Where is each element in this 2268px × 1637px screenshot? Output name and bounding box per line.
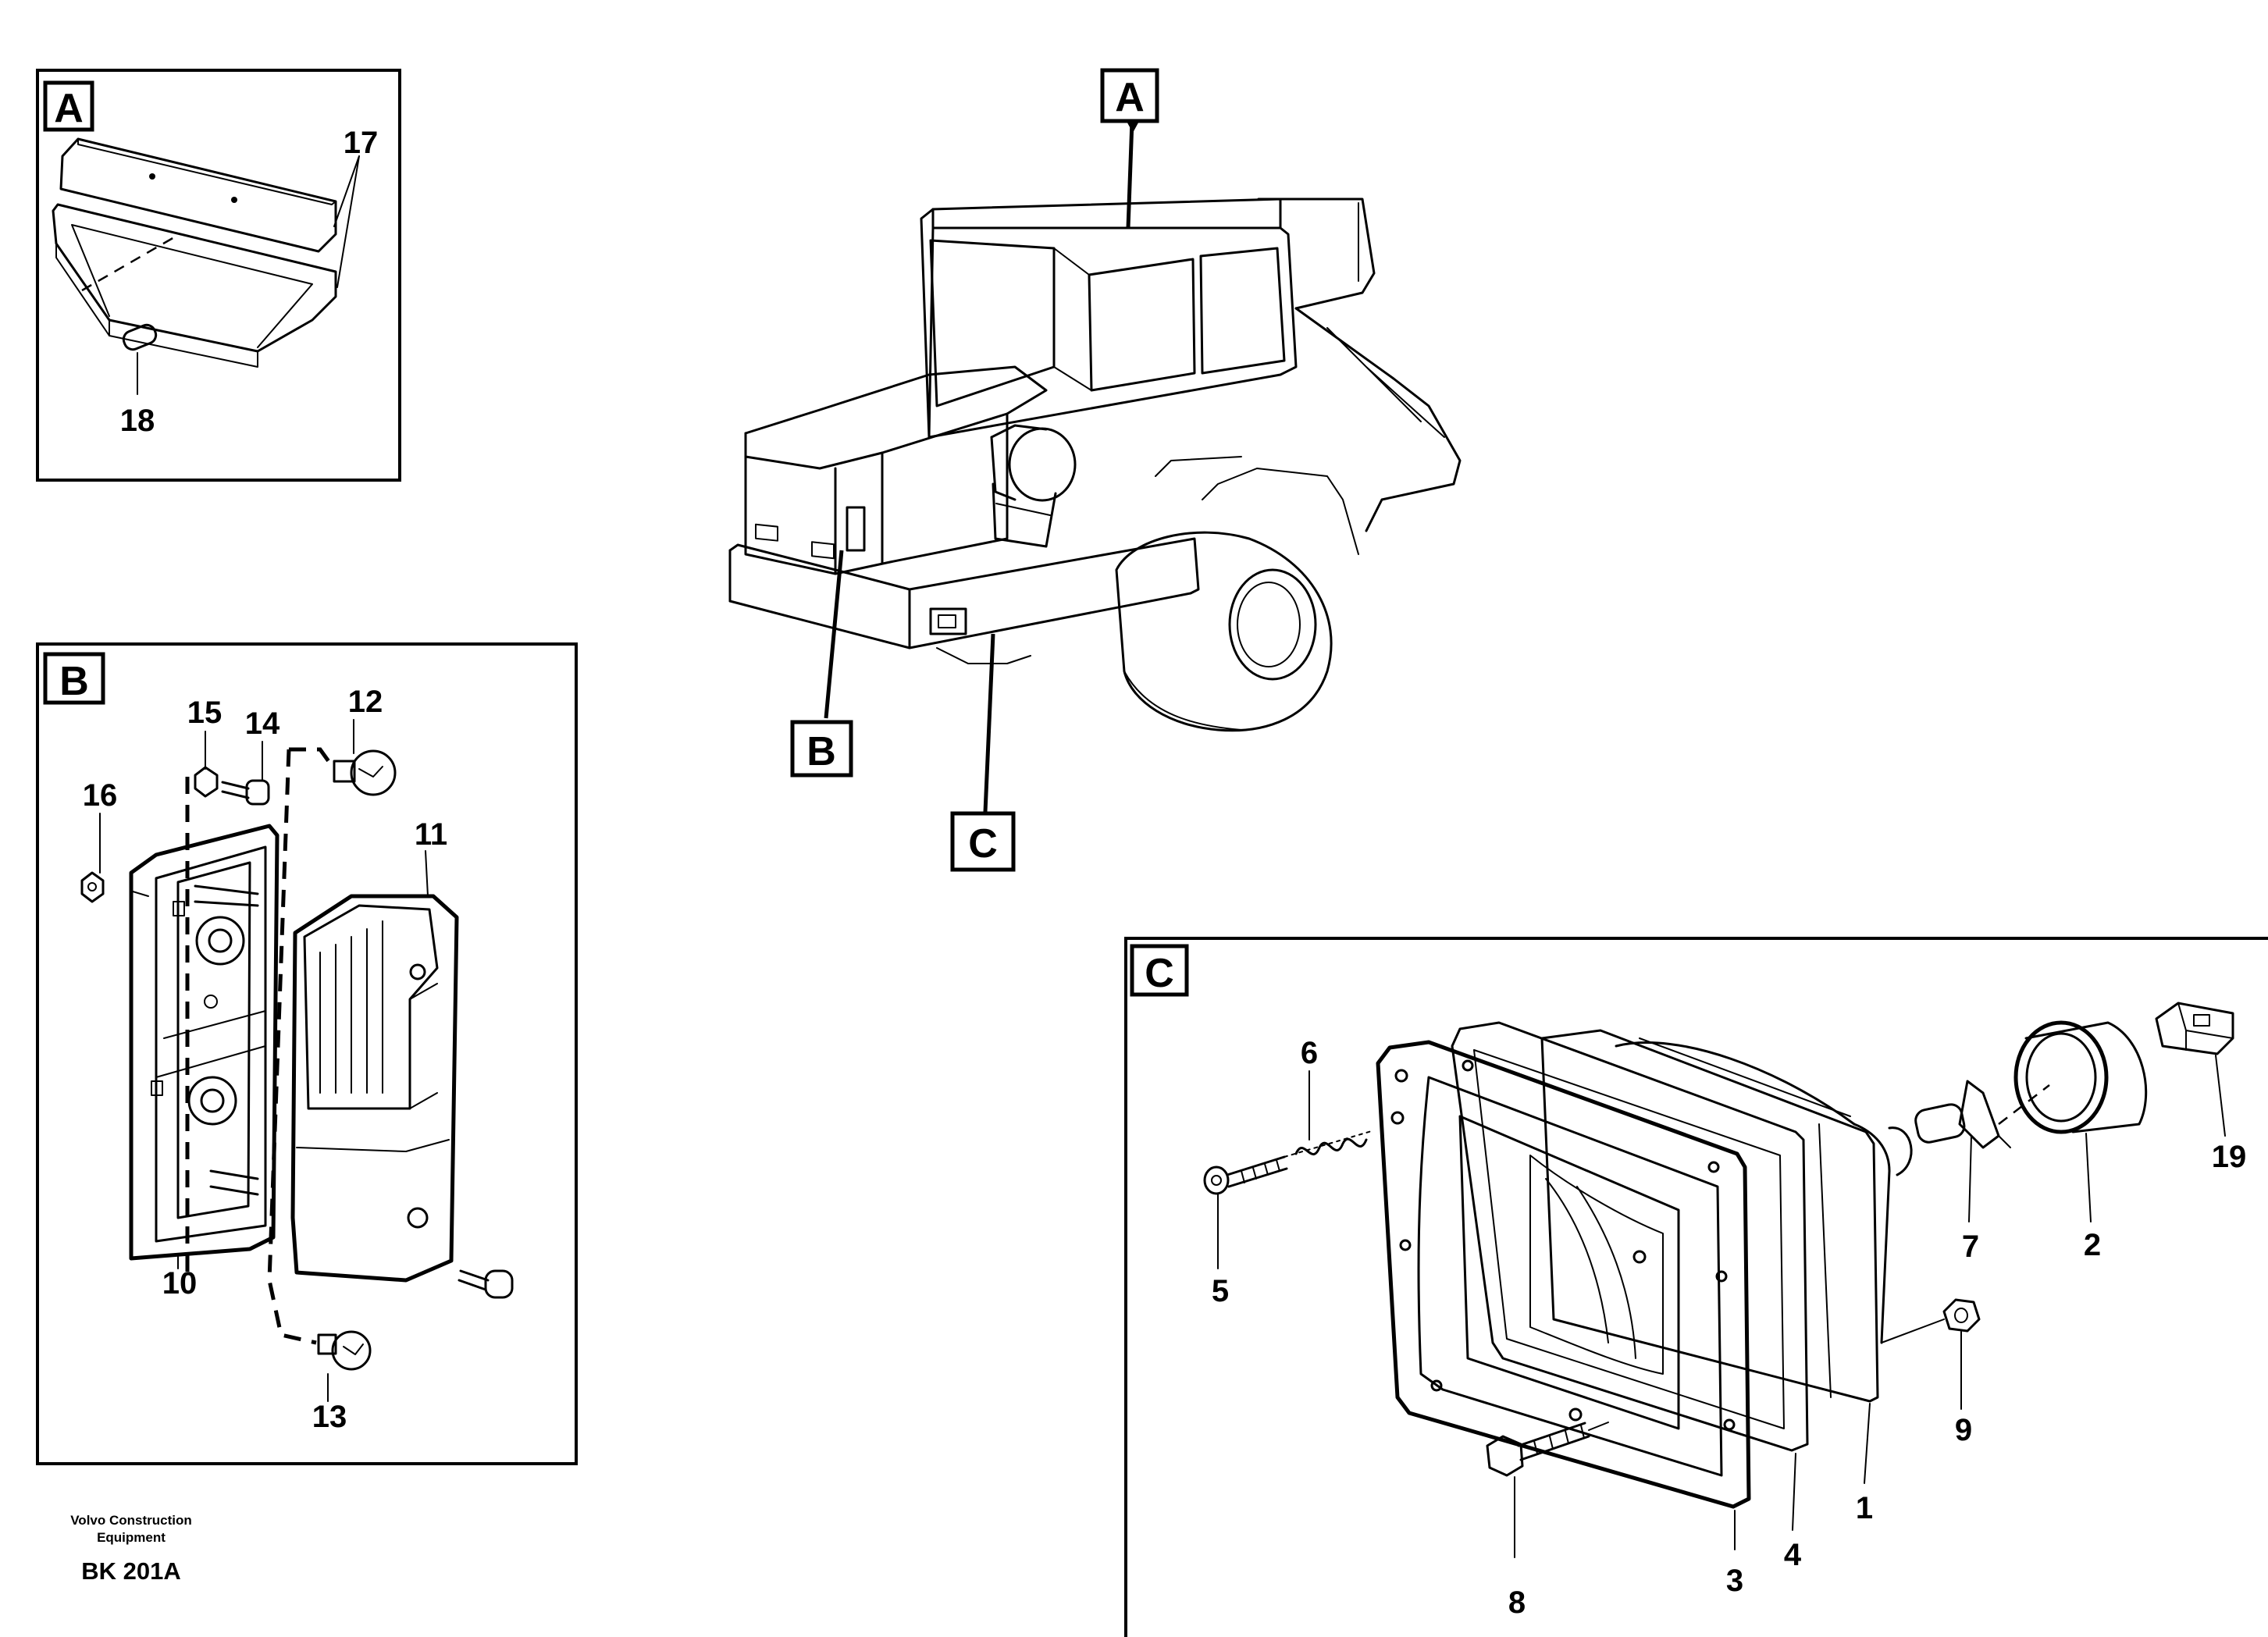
vehicle-tag-c: C bbox=[968, 821, 998, 867]
panel-c-gasket bbox=[1451, 1021, 1809, 1452]
nut-16 bbox=[80, 871, 105, 903]
vehicle-side-light bbox=[846, 506, 866, 552]
vehicle-tag-a-box bbox=[1100, 68, 1159, 123]
footer-code: BK 201A bbox=[81, 1557, 181, 1585]
leader-vehicle-b bbox=[824, 550, 844, 719]
footer-company-line2: Equipment bbox=[97, 1530, 166, 1545]
panel-a-lamp-base bbox=[52, 203, 337, 368]
screw-lens bbox=[458, 1269, 514, 1299]
callout-17: 17 bbox=[344, 126, 379, 160]
dash-line-right bbox=[267, 749, 317, 1345]
callout-10: 10 bbox=[162, 1266, 198, 1301]
panel-c-connector bbox=[2155, 1002, 2234, 1055]
panel-b: B bbox=[36, 642, 578, 1465]
leader-2 bbox=[2085, 1133, 2092, 1222]
footer: Volvo Construction Equipment BK 201A bbox=[70, 1513, 192, 1585]
panel-b-lens bbox=[290, 894, 459, 1283]
callout-6: 6 bbox=[1301, 1036, 1318, 1070]
vehicle-tag-c-box bbox=[950, 811, 1016, 872]
panel-c-bolt-8 bbox=[1486, 1422, 1609, 1477]
callout-9: 9 bbox=[1955, 1413, 1972, 1447]
footer-company-line1: Volvo Construction bbox=[70, 1513, 192, 1528]
callout-15: 15 bbox=[187, 696, 223, 730]
callout-16: 16 bbox=[83, 778, 118, 813]
vehicle-hood bbox=[744, 365, 1048, 470]
callout-11: 11 bbox=[415, 817, 447, 852]
panel-a: A 17 18 bbox=[36, 69, 401, 482]
callout-14: 14 bbox=[245, 706, 280, 741]
leader-19 bbox=[2215, 1055, 2226, 1137]
vehicle-work-light bbox=[929, 607, 967, 635]
panel-c-frame bbox=[1376, 1040, 1751, 1509]
vehicle-tag-a: A bbox=[1115, 75, 1145, 120]
vehicle-beacon bbox=[990, 424, 1077, 548]
panel-c-cap bbox=[1998, 1020, 2148, 1134]
leader-vehicle-a bbox=[1126, 120, 1134, 229]
panel-c-bulb bbox=[1888, 1080, 2011, 1176]
leader-7 bbox=[1968, 1135, 1972, 1222]
callout-2: 2 bbox=[2084, 1228, 2101, 1262]
nut-15 bbox=[194, 766, 219, 798]
panel-c-letter: C bbox=[1145, 951, 1174, 996]
panel-b-letter: B bbox=[59, 659, 89, 704]
callout-8: 8 bbox=[1508, 1585, 1526, 1620]
cab-window-mid bbox=[1088, 258, 1196, 392]
vehicle-wheel bbox=[936, 456, 1359, 732]
callout-18: 18 bbox=[120, 404, 155, 438]
callout-7: 7 bbox=[1962, 1230, 1979, 1264]
callout-13: 13 bbox=[312, 1400, 347, 1434]
panel-a-lamp-lid bbox=[59, 137, 337, 253]
callout-3: 3 bbox=[1726, 1564, 1743, 1598]
panel-b-hardware bbox=[80, 749, 514, 1371]
callout-1: 1 bbox=[1856, 1491, 1873, 1525]
bulb-13 bbox=[317, 1330, 372, 1371]
callout-12: 12 bbox=[348, 685, 383, 719]
panel-c: C bbox=[1124, 937, 2268, 1637]
panel-a-letter-box bbox=[43, 80, 94, 132]
vehicle-cab bbox=[920, 198, 1298, 439]
bulb-12 bbox=[333, 749, 397, 796]
panel-b-lamp-housing bbox=[129, 824, 279, 1261]
leader-11 bbox=[425, 850, 429, 897]
callout-5: 5 bbox=[1212, 1274, 1229, 1308]
panel-a-bulb bbox=[81, 233, 180, 351]
panel-c-letter-box bbox=[1130, 944, 1189, 997]
vehicle-tag-b-box bbox=[790, 720, 853, 778]
callout-19: 19 bbox=[2212, 1140, 2247, 1174]
leader-vehicle-c bbox=[983, 633, 995, 813]
vehicle-illustration: A B C bbox=[728, 68, 1462, 872]
screw-14 bbox=[221, 781, 250, 799]
leader-1 bbox=[1864, 1403, 1871, 1484]
leader-17 bbox=[333, 155, 360, 288]
panel-a-letter: A bbox=[54, 86, 84, 131]
panel-c-nut-9 bbox=[1881, 1298, 1981, 1343]
panel-c-spring-6 bbox=[1294, 1111, 1405, 1155]
vehicle-dump-body bbox=[1257, 198, 1376, 310]
callout-4: 4 bbox=[1784, 1538, 1802, 1572]
panel-c-screw-5 bbox=[1203, 1130, 1375, 1195]
vehicle-tag-b: B bbox=[806, 729, 836, 774]
leader-4 bbox=[1792, 1453, 1796, 1531]
cab-window-right bbox=[1199, 247, 1286, 375]
panel-b-letter-box bbox=[43, 652, 105, 705]
vehicle-bumper bbox=[728, 537, 1200, 649]
